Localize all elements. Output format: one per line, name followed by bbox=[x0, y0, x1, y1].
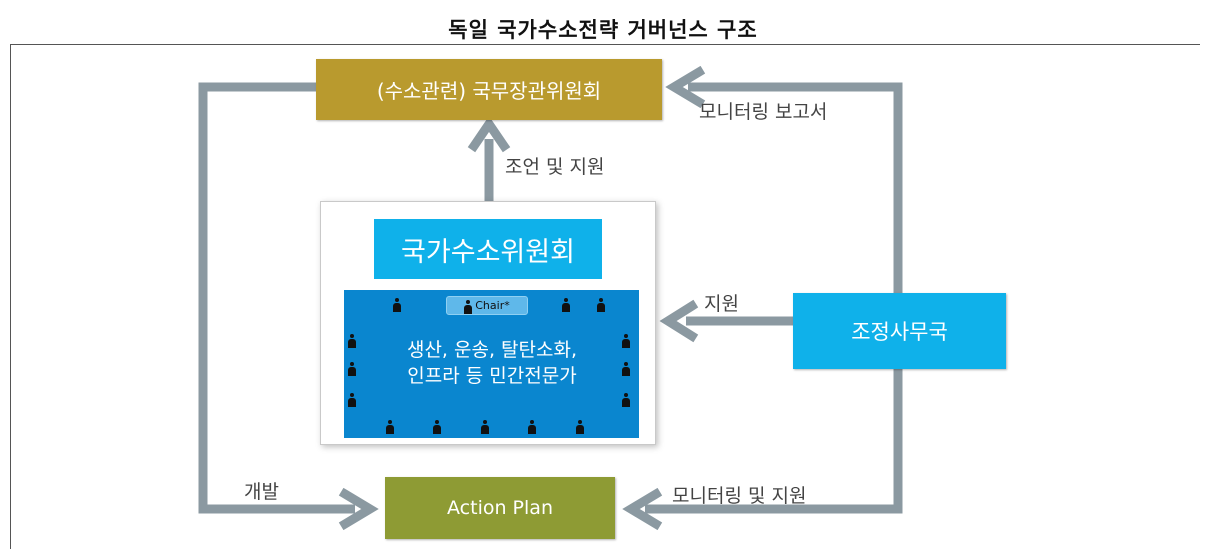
experts-line-2: 인프라 등 민간전문가 bbox=[407, 365, 577, 387]
person-icon bbox=[393, 298, 401, 312]
label-advice-support: 조언 및 지원 bbox=[505, 156, 605, 178]
person-icon bbox=[433, 420, 441, 434]
chair-seat: Chair* bbox=[446, 296, 528, 315]
chair-label: Chair* bbox=[475, 299, 510, 312]
label-monitoring-support: 모니터링 및 지원 bbox=[672, 485, 807, 507]
label-development: 개발 bbox=[244, 481, 279, 503]
person-icon bbox=[576, 420, 584, 434]
arrowhead-secretariat-to-council bbox=[659, 299, 699, 343]
person-icon bbox=[464, 299, 473, 314]
person-icon bbox=[386, 420, 394, 434]
experts-line-1: 생산, 운송, 탈탄소화, bbox=[406, 339, 578, 361]
person-icon bbox=[597, 298, 605, 312]
label-monitoring-report: 모니터링 보고서 bbox=[699, 101, 828, 123]
arrowhead-council-to-minister bbox=[467, 116, 511, 153]
person-icon bbox=[348, 334, 356, 348]
arrow-minister-to-action bbox=[198, 82, 355, 514]
person-icon bbox=[622, 393, 630, 407]
action-plan-node: Action Plan bbox=[385, 477, 615, 539]
person-icon bbox=[622, 334, 630, 348]
person-icon bbox=[348, 362, 356, 376]
hydrogen-council-node: 국가수소위원회 bbox=[374, 219, 602, 279]
minister-committee-node: (수소관련) 국무장관위원회 bbox=[316, 59, 662, 120]
person-icon bbox=[622, 362, 630, 376]
arrowhead-secretariat-to-minister bbox=[665, 65, 706, 109]
person-icon bbox=[528, 420, 536, 434]
person-icon bbox=[481, 420, 489, 434]
arrow-secretariat-to-action bbox=[645, 369, 903, 514]
frame-left-border bbox=[10, 44, 11, 549]
arrowhead-secretariat-to-action bbox=[622, 487, 663, 531]
label-support: 지원 bbox=[704, 293, 739, 315]
frame-top-border bbox=[10, 44, 1200, 45]
experts-text: 생산, 운송, 탈탄소화, 인프라 등 민간전문가 bbox=[360, 337, 624, 389]
arrow-secretariat-to-minister bbox=[688, 82, 903, 293]
secretariat-node: 조정사무국 bbox=[793, 293, 1006, 369]
person-icon bbox=[562, 298, 570, 312]
person-icon bbox=[348, 393, 356, 407]
arrowhead-minister-to-action bbox=[338, 487, 379, 531]
page-title: 독일 국가수소전략 거버넌스 구조 bbox=[448, 18, 758, 42]
